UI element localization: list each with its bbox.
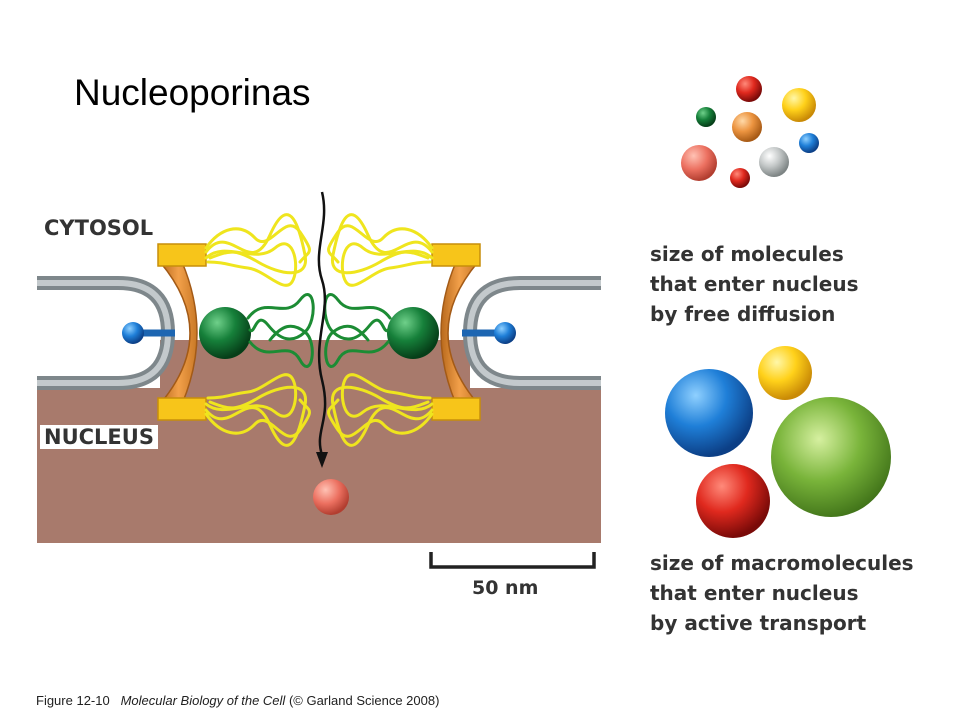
spoke-right [462, 322, 516, 344]
transport-arrow [316, 191, 328, 468]
fg-fibers-yellow [204, 213, 434, 447]
fg-fibers-green [246, 292, 392, 368]
copyright-credit: (© Garland Science 2008) [288, 693, 440, 708]
active-transport-legend: size of macromolecules that enter nucleu… [650, 548, 914, 638]
central-sphere-right [387, 307, 439, 359]
scale-bar [429, 552, 596, 569]
figure-caption: Figure 12-10 Molecular Biology of the Ce… [36, 693, 439, 708]
figure-number: Figure 12-10 [36, 693, 110, 708]
spoke-left [122, 322, 175, 344]
legend-line: size of macromolecules [650, 551, 914, 575]
legend-line: that enter nucleus [650, 581, 859, 605]
legend-line: by active transport [650, 611, 867, 635]
nucleus-region [37, 388, 601, 543]
nucleus-label: NUCLEUS [40, 425, 158, 449]
cargo-molecule [313, 479, 349, 515]
macromolecules [665, 346, 891, 538]
slide-title: Nucleoporinas [74, 72, 311, 113]
legend-line: size of molecules [650, 242, 844, 266]
central-sphere-left [199, 307, 251, 359]
free-diffusion-legend: size of molecules that enter nucleus by … [650, 239, 858, 329]
cytosol-label: CYTOSOL [44, 216, 154, 240]
legend-line: by free diffusion [650, 302, 836, 326]
anchor-blocks [157, 243, 481, 421]
book-title: Molecular Biology of the Cell [120, 693, 286, 708]
small-molecules [681, 76, 819, 188]
scale-bar-label: 50 nm [472, 577, 539, 599]
legend-line: that enter nucleus [650, 272, 859, 296]
